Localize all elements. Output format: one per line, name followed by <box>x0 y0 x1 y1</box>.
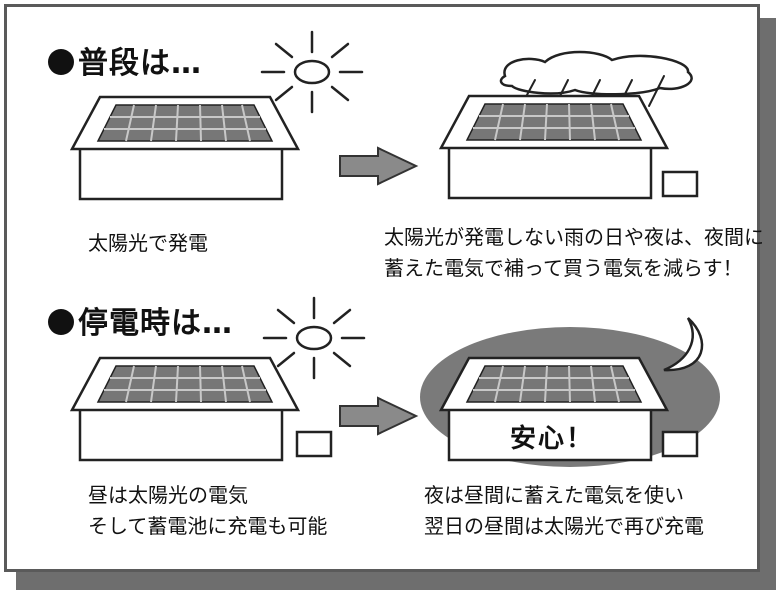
battery-icon <box>295 430 333 458</box>
moon-icon <box>663 317 704 372</box>
battery-icon <box>661 430 699 458</box>
section-heading-outage: 停電時は… <box>48 298 233 342</box>
heading-text: 普段は… <box>78 46 202 81</box>
battery-icon <box>661 170 699 198</box>
heading-text: 停電時は… <box>78 306 233 341</box>
caption-rainy-night-line2: 蓄えた電気で補って買う電気を減らす！ <box>384 256 743 280</box>
caption-daytime-line1: 昼は太陽光の電気 <box>88 483 248 507</box>
arrow-icon <box>339 397 417 435</box>
sun-icon <box>262 296 366 380</box>
caption-rainy-night-line1: 太陽光が発電しない雨の日や夜は、夜間に <box>384 225 764 249</box>
sun-icon <box>260 30 364 114</box>
section-heading-normal: 普段は… <box>48 38 202 82</box>
house-solar-rainy <box>439 94 669 200</box>
caption-daytime-line2: そして蓄電池に充電も可能 <box>88 514 328 538</box>
caption-solar-generation: 太陽光で発電 <box>88 231 208 255</box>
bullet-icon <box>48 49 74 75</box>
caption-night-line2: 翌日の昼間は太陽光で再び充電 <box>424 514 704 538</box>
house-solar-outage <box>70 356 300 462</box>
relief-badge: 安心！ <box>510 424 595 454</box>
arrow-icon <box>339 147 417 185</box>
caption-night-line1: 夜は昼間に蓄えた電気を使い <box>424 483 684 507</box>
house-solar-sunny <box>70 95 300 201</box>
bullet-icon <box>48 309 74 335</box>
